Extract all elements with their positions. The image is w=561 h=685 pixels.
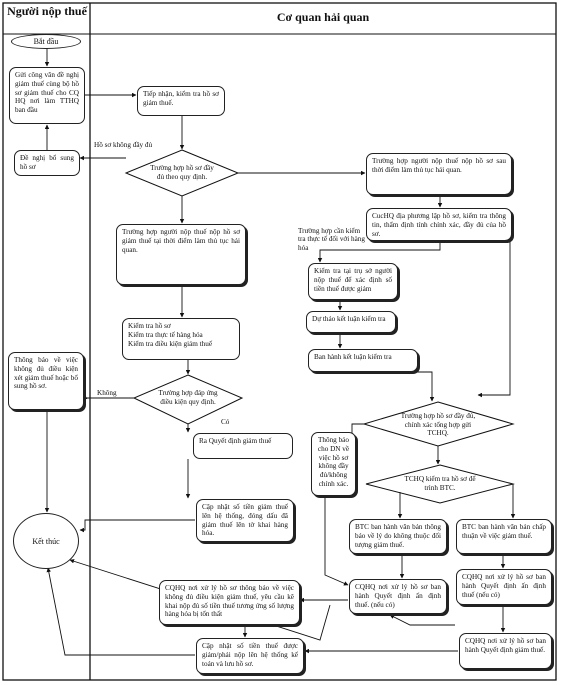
lane-header-taxpayer: Người nộp thuế [7,4,87,18]
diamond-tchq-shape [365,464,515,504]
label-no: Không [97,389,117,397]
diamond-submit-text: Trường hợp hồ sơ đầy đủ, chính xác tổng … [400,412,476,438]
notify-dn-box: Thông báo cho DN về việc hồ sơ không đầy… [311,432,356,496]
update-final-box: Cập nhật số tiền thuế được giảm/phải nộp… [196,638,304,674]
btc-reject-box: BTC ban hành văn bản thông báo về lý do … [349,519,447,554]
diamond-tchq-text: TCHQ kiểm tra hồ sơ để trình BTC. [404,475,476,492]
local-check-box: CucHQ địa phương lập hồ sơ, kiểm tra thô… [366,208,512,241]
cqhq-fix-2-box: CQHQ nơi xử lý hồ sơ ban hành Quyết định… [456,569,552,605]
btc-approve-box: BTC ban hành văn bản chấp thuận về việc … [456,519,552,554]
case-at-box: Trường hợp người nộp thuế nộp hồ sơ giảm… [116,224,246,285]
decision-box: Ra Quyết định giảm thuế [193,433,293,459]
supplement-box: Đề nghị bổ sung hồ sơ [14,150,80,176]
cqhq-notify-box: CQHQ nơi xử lý hồ sơ thông báo về việc k… [159,580,300,625]
update-system-box: Cập nhật số tiền giảm thuế lên hệ thống,… [196,499,294,542]
start-node: Bắt đầu [11,34,81,49]
draft-box: Dự thảo kết luận kiểm tra [306,311,396,333]
cqhq-reduce-box: CQHQ nơi xử lý hồ sơ ban hành Quyết định… [459,633,552,669]
receive-box: Tiếp nhận, kiểm tra hồ sơ giảm thuế. [137,86,225,116]
label-on-site: Trường hợp cần kiểm tra thực tế đối với … [298,227,365,252]
issue-conclusion-box: Ban hành kết luận kiểm tra [308,349,418,372]
label-yes: Có [221,418,230,426]
diamond-conditions-text: Trường hợp đáp ứng điều kiện quy định. [158,389,218,406]
label-incomplete: Hồ sơ không đầy đủ [94,141,153,149]
case-after-box: Trường hợp người nộp thuế nộp hồ sơ sau … [366,153,512,195]
check-office-box: Kiểm tra tại trụ sở người nộp thuế để xá… [308,263,398,300]
diamond-full-text: Trường hợp hồ sơ đầy đủ theo quy định. [150,164,214,181]
notify-fail-box: Thông báo về việc không đủ điều kiện xét… [8,352,84,410]
end-node: Kết thúc [13,513,79,569]
lane-header-customs: Cơ quan hải quan [276,10,370,24]
cqhq-fix-1-box: CQHQ nơi xử lý hồ sơ ban hành Quyết định… [349,579,447,614]
check-list-box: Kiểm tra hồ sơ Kiểm tra thực tế hàng hóa… [122,318,240,360]
send-request-box: Gửi công văn đề nghị giảm thuế cùng bộ h… [9,67,85,124]
